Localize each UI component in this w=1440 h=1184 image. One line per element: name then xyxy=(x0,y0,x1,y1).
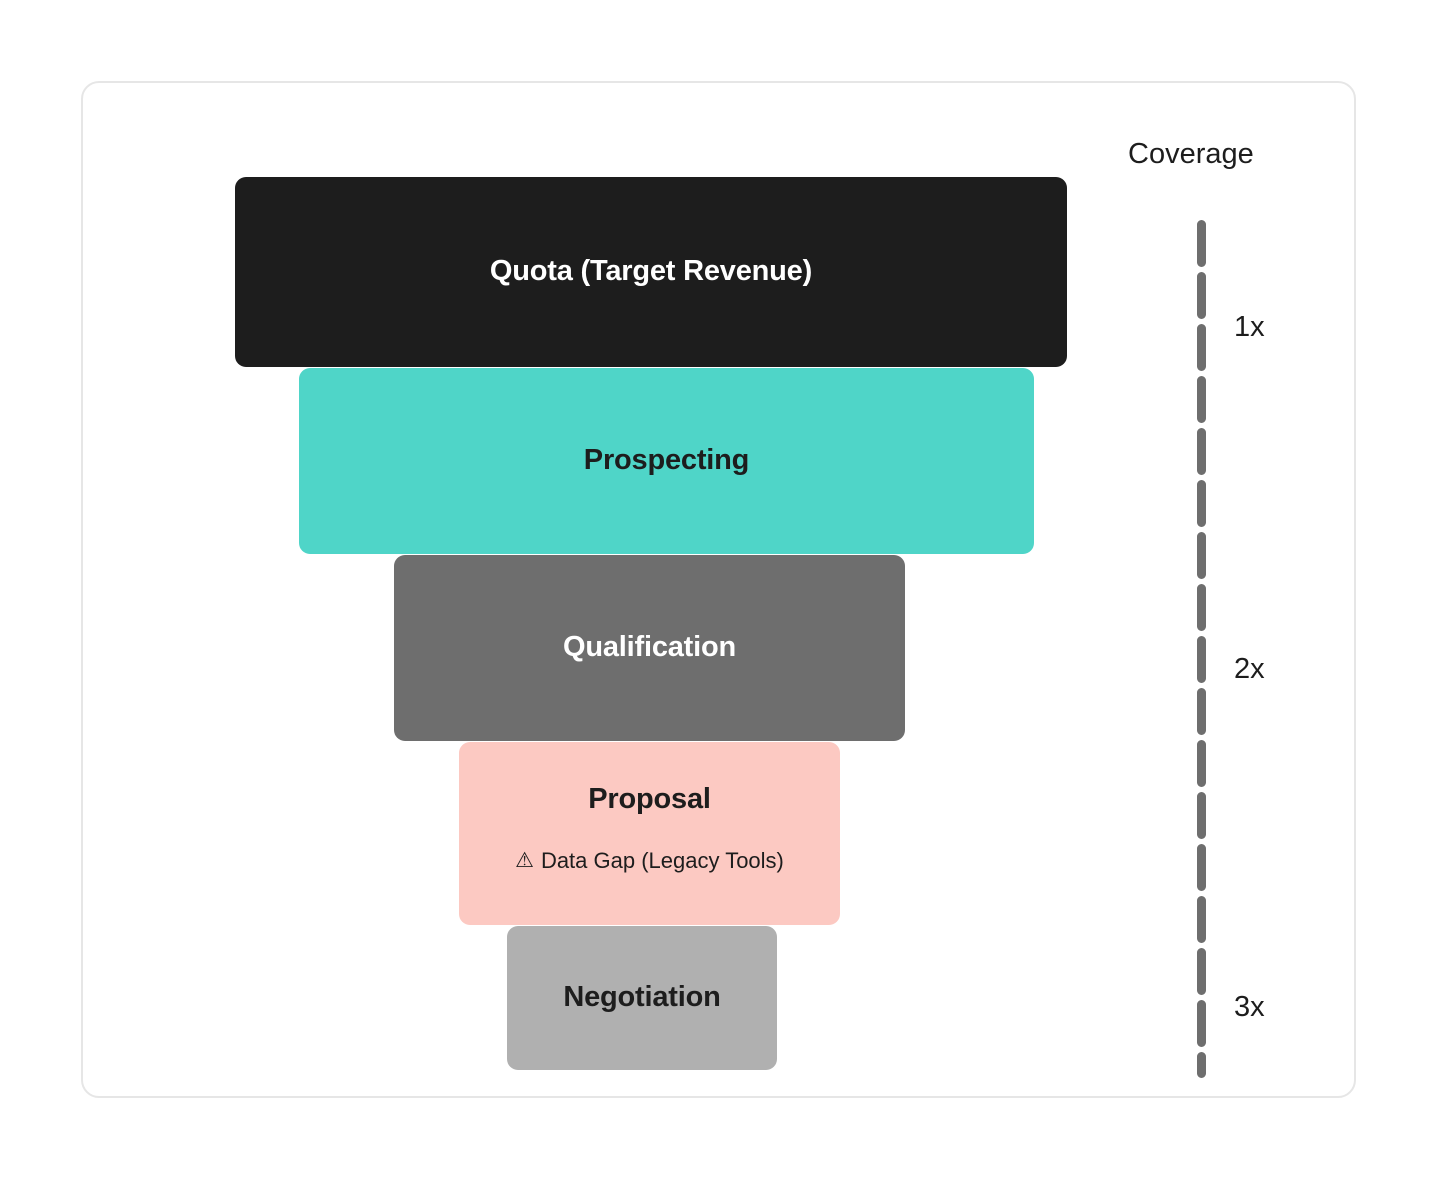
warning-triangle-icon: ⚠ xyxy=(515,848,534,872)
funnel-stage-quota[interactable]: Quota (Target Revenue) xyxy=(235,177,1067,367)
funnel-stage-label: Quota (Target Revenue) xyxy=(489,255,813,288)
funnel-stack: Quota (Target Revenue) Prospecting Quali… xyxy=(83,83,1358,1100)
funnel-stage-note-text: Data Gap (Legacy Tools) xyxy=(540,847,784,873)
funnel-card: Quota (Target Revenue) Prospecting Quali… xyxy=(81,81,1356,1098)
funnel-stage-prospecting[interactable]: Prospecting xyxy=(299,368,1034,554)
funnel-stage-label: Proposal xyxy=(588,783,711,815)
funnel-stage-label: Qualification xyxy=(562,631,737,664)
funnel-stage-proposal[interactable]: Proposal ⚠ Data Gap (Legacy Tools) xyxy=(459,742,840,925)
funnel-stage-negotiation[interactable]: Negotiation xyxy=(507,926,777,1070)
funnel-stage-qualification[interactable]: Qualification xyxy=(394,555,905,741)
funnel-stage-note: ⚠ Data Gap (Legacy Tools) xyxy=(515,848,784,874)
funnel-stage-label: Prospecting xyxy=(583,444,750,477)
funnel-stage-label: Negotiation xyxy=(563,981,721,1014)
